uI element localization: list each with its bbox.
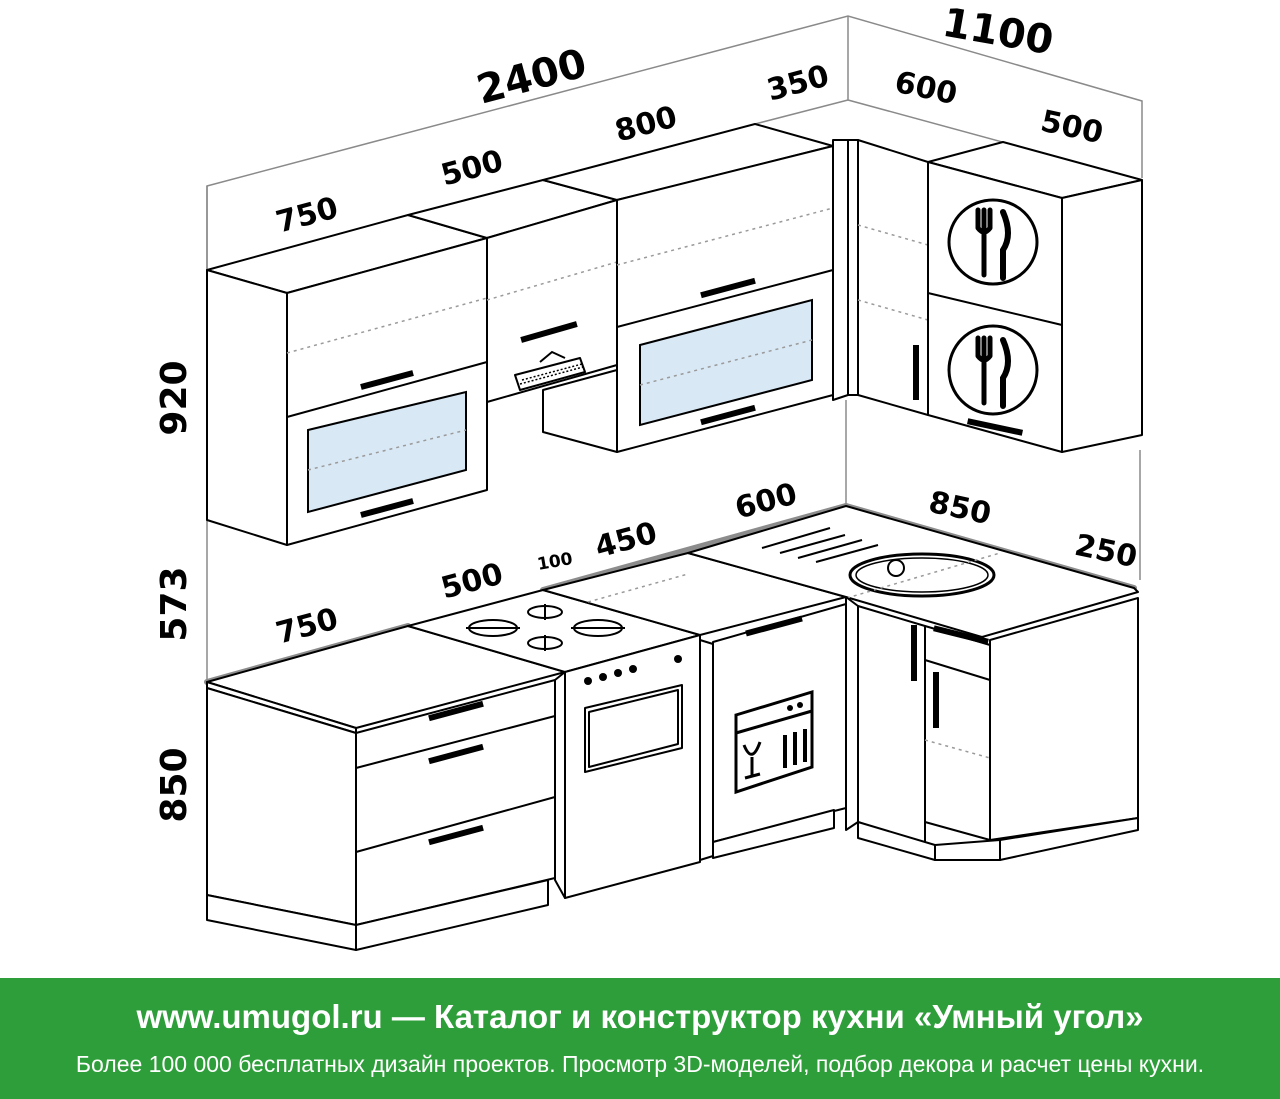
glass-panel [307,390,467,514]
drawer-handle [428,700,484,722]
dim-height-573: 573 [154,566,195,641]
cabinet-handle [911,625,917,681]
upper-corner-cabinets [832,139,1143,453]
upper-cabinet-800 [542,123,834,453]
cabinet-handle [700,404,756,426]
cabinet-handle [933,625,989,645]
cabinet-handle [360,498,414,518]
dim-lower-250: 250 [1072,528,1141,575]
lower-drawer-unit-750 [206,625,566,951]
kitchen-drawing: 2400 1100 750 500 800 350 600 500 920 57… [154,0,1143,951]
dim-height-850: 850 [154,747,195,822]
drawer-handle [428,824,484,846]
dim-height-920: 920 [154,360,195,435]
fork-knife-icon [947,198,1039,286]
fork-knife-icon [947,324,1039,416]
upper-cabinet-750 [206,214,488,546]
dishwasher-icon [734,689,814,795]
dishwasher-handle [745,615,803,637]
dim-upper-750: 750 [272,190,342,240]
cabinet-handle [360,370,414,390]
dim-upper-350: 350 [763,58,833,108]
glass-panel [639,298,813,427]
sink-bowl [848,552,996,598]
gas-burner-icon [466,604,625,651]
drainboard-icon [761,527,879,563]
dim-lower-750: 750 [272,601,342,651]
cabinet-handle [913,345,919,400]
hood-vent [514,357,586,391]
cabinet-handle [933,672,939,728]
dim-lower-500: 500 [437,556,507,606]
dishwasher-450 [542,552,847,861]
footer-banner: www.umugol.ru — Каталог и конструктор ку… [0,978,1280,1099]
dim-upper-500: 500 [437,143,507,193]
footer-subline: Более 100 000 бесплатных дизайн проектов… [75,1051,1205,1077]
dim-lower-850: 850 [926,485,995,532]
dim-lower-100: 100 [536,549,575,575]
dim-corner-1100: 1100 [939,0,1057,64]
footer-headline[interactable]: www.umugol.ru — Каталог и конструктор ку… [136,998,1144,1035]
dim-upper-500-right: 500 [1038,104,1107,151]
cabinet-handle [966,418,1024,436]
corner-sink-counter [687,505,1139,861]
dim-upper-800: 800 [611,99,681,149]
cabinet-handle [700,277,756,299]
drawer-handle [428,743,484,765]
dim-upper-600: 600 [892,65,961,112]
dim-total-2400: 2400 [472,40,591,113]
cooktop-stove-500 [407,589,701,899]
cabinet-handle [520,321,578,343]
